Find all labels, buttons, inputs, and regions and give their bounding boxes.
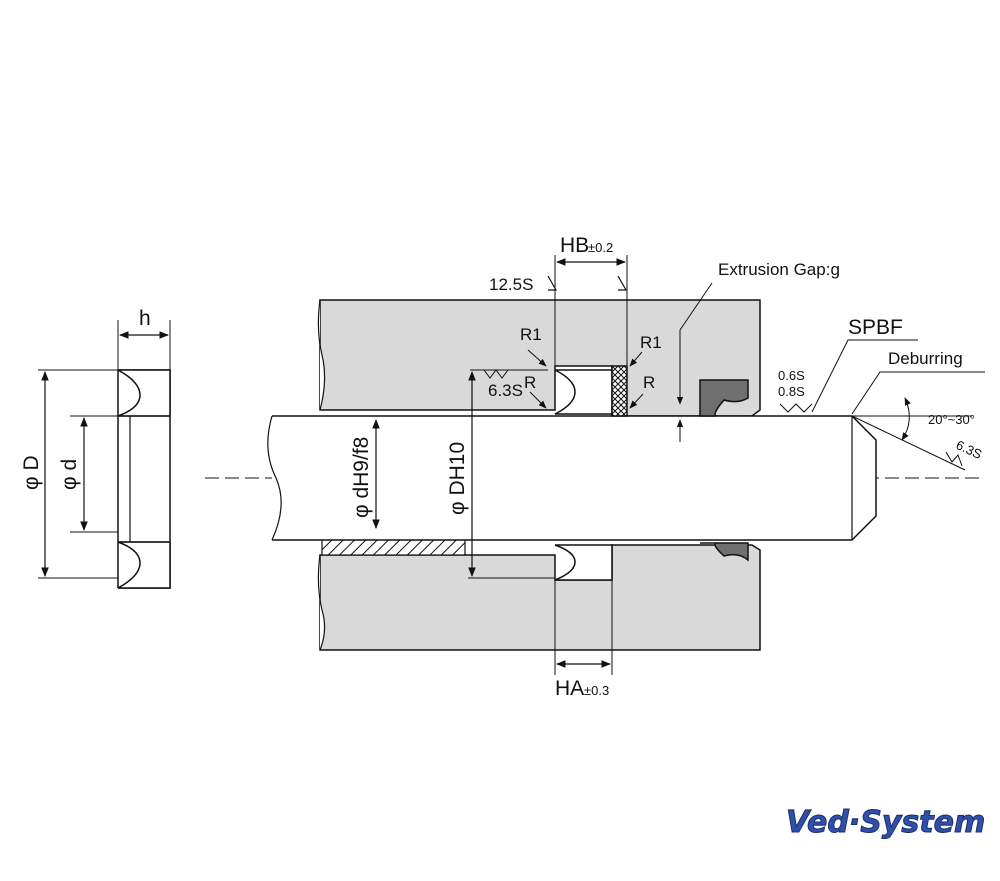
surface-6-3-left-label: 6.3S [488,381,523,400]
hb-tolerance: ±0.2 [588,240,613,255]
surface-12-5-label: 12.5S [489,275,533,294]
surface-0-8-label: 0.8S [778,384,805,399]
deburring-label: Deburring [888,349,963,368]
r1-left-label: R1 [520,325,542,344]
r-left-label: R [524,373,536,392]
u-seal-lower [554,544,613,581]
wiper-upper [699,379,749,417]
housing-lower [317,544,761,651]
r1-right-label: R1 [640,333,662,352]
ved-system-logo: Ved·System [786,805,985,840]
surface-mark-6-3-right [945,451,963,467]
ha-label: HA [555,677,584,700]
extrusion-gap-label: Extrusion Gap:g [718,260,840,279]
housing-upper [317,299,761,417]
surface-6-3-right-label: 6.3S [954,437,985,462]
seal-side-view: h φ D φ d [20,307,171,589]
phi-D-label: φ D [20,455,43,490]
wiper-lower [700,542,749,562]
bore-diameter-label: φ DH10 [446,442,469,515]
piston-rod [267,415,877,541]
seal-top-lip [117,369,171,417]
surface-mark-spbf [779,403,813,413]
hb-label: HB [560,234,589,257]
surface-mark-right [617,275,628,291]
surface-0-6-label: 0.6S [778,368,805,383]
rod-diameter-label: φ dH9/f8 [350,437,373,518]
h-label: h [139,307,151,330]
seal-bottom-lip [117,541,171,589]
r-right-label: R [643,373,655,392]
ha-tolerance: ±0.3 [584,683,609,698]
angle-label: 20°~30° [928,412,975,427]
backup-ring [611,365,628,417]
phi-d-label: φ d [58,459,81,490]
u-seal-upper [554,365,628,417]
spbf-label: SPBF [848,316,903,339]
surface-mark-left [547,275,558,291]
